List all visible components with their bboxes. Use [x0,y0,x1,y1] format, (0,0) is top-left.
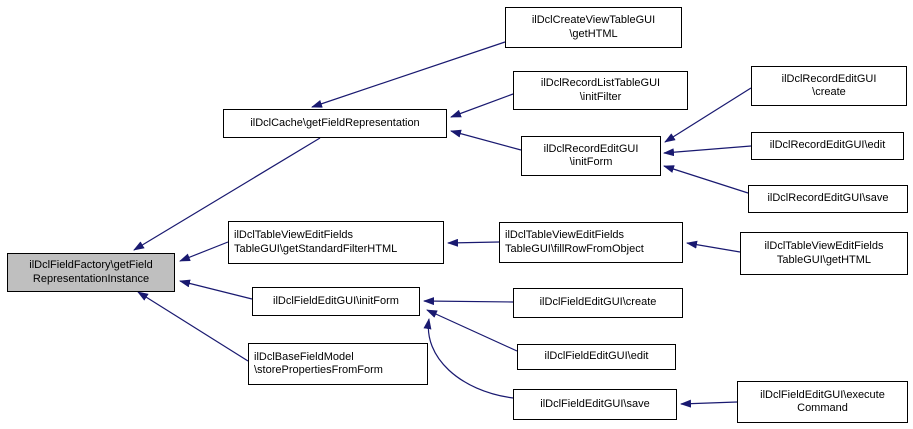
edge-fieldedit-create-to-initform [423,297,514,306]
edge-recordedit-create-to-initform [664,87,752,143]
node-ildcltablevieweditfieldstablegui-getstandardfilterhtml[interactable]: ilDclTableViewEditFields TableGUI\getSta… [228,221,444,264]
edge-cache-to-focal [133,137,321,251]
edge-recordedit-initform-to-cache [450,129,522,151]
node-ildclfieldfactory-getfieldrepresentationinstance[interactable]: ilDclFieldFactory\getField Representatio… [7,253,175,292]
node-label: ilDclCreateViewTableGUI \getHTML [531,14,656,40]
edge-createview-gethtml-to-cache [311,41,506,108]
edge-fieldedit-edit-to-initform [426,309,518,352]
node-ildcltablevieweditfieldstablegui-fillrowfromobject[interactable]: ilDclTableViewEditFields TableGUI\fillRo… [499,222,683,263]
edge-fillrowfromobject-to-getstandardfilterhtml [447,238,500,247]
node-ildclrecordeditgui-create[interactable]: ilDclRecordEditGUI \create [751,66,907,106]
node-ildclcache-getfieldrepresentation[interactable]: ilDclCache\getFieldRepresentation [223,109,447,138]
node-ildclfieldeditgui-edit[interactable]: ilDclFieldEditGUI\edit [517,344,676,370]
edge-getstandardfilterhtml-to-focal [179,241,229,262]
node-ildclfieldeditgui-save[interactable]: ilDclFieldEditGUI\save [513,389,677,420]
edge-storeproperties-to-focal [137,291,249,362]
node-label: ilDclFieldEditGUI\save [540,397,650,410]
node-label: ilDclFieldFactory\getField Representatio… [29,259,153,285]
node-ildclfieldeditgui-create[interactable]: ilDclFieldEditGUI\create [513,288,683,318]
node-ildclcreateviewtablegui-gethtml[interactable]: ilDclCreateViewTableGUI \getHTML [505,7,682,48]
edge-fieldedit-save-to-initform [423,318,514,399]
node-label: ilDclBaseFieldModel \storePropertiesFrom… [254,350,383,377]
node-label: ilDclTableViewEditFields TableGUI\getSta… [234,229,398,255]
node-ildclfieldeditgui-initform[interactable]: ilDclFieldEditGUI\initForm [252,287,420,316]
edge-fieldedit-initform-to-focal [179,279,253,300]
node-label: ilDclTableViewEditFields TableGUI\fillRo… [505,229,644,255]
node-ildclrecordeditgui-edit[interactable]: ilDclRecordEditGUI\edit [751,132,904,160]
node-ildclrecordeditgui-initform[interactable]: ilDclRecordEditGUI \initForm [521,136,661,176]
node-ildclrecordlisttablegui-initfilter[interactable]: ilDclRecordListTableGUI \initFilter [513,71,688,110]
node-label: ilDclRecordEditGUI \initForm [543,142,639,169]
node-label: ilDclRecordEditGUI\save [767,192,889,205]
edge-tvgethtml-to-fillrowfromobject [686,240,741,253]
edge-recordedit-save-to-initform [663,165,749,194]
node-ildclfieldeditgui-executecommand[interactable]: ilDclFieldEditGUI\execute Command [737,381,908,423]
edge-executecommand-to-save [680,399,738,408]
edge-initfilter-to-cache [450,93,514,118]
node-ildcltablevieweditfieldstablegui-gethtml[interactable]: ilDclTableViewEditFields TableGUI\getHTM… [740,232,908,275]
node-label: ilDclFieldEditGUI\initForm [273,294,399,307]
node-ildclbasefieldmodel-storepropertiesfromform[interactable]: ilDclBaseFieldModel \storePropertiesFrom… [248,343,428,385]
node-label: ilDclCache\getFieldRepresentation [250,116,420,129]
node-label: ilDclRecordEditGUI \create [781,72,877,99]
node-label: ilDclFieldEditGUI\edit [544,350,649,363]
edge-recordedit-edit-to-initform [663,145,752,157]
node-ildclrecordeditgui-save[interactable]: ilDclRecordEditGUI\save [748,185,908,213]
node-label: ilDclTableViewEditFields TableGUI\getHTM… [764,240,884,266]
node-label: ilDclFieldEditGUI\create [539,296,657,309]
node-label: ilDclRecordListTableGUI \initFilter [540,77,661,103]
node-label: ilDclFieldEditGUI\execute Command [760,388,885,415]
node-label: ilDclRecordEditGUI\edit [769,139,886,152]
